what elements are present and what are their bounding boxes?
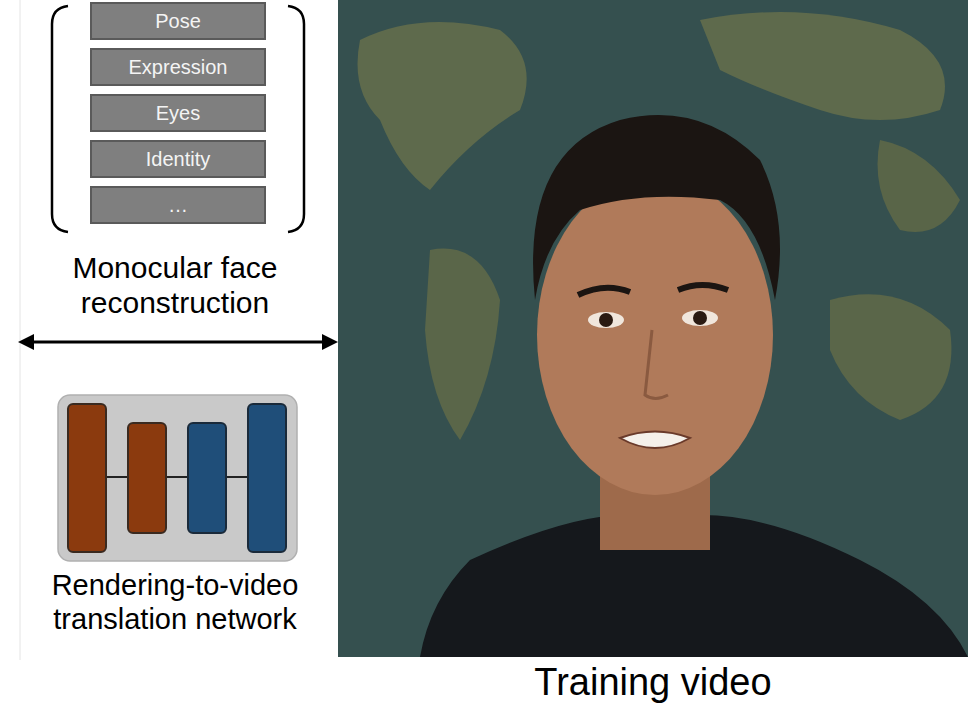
figure-caption: Training video: [438, 660, 868, 705]
right-bracket: [288, 6, 304, 232]
parameter-box: Pose: [90, 2, 266, 40]
panel-caption: Monocular face reconstruction: [10, 250, 340, 321]
left-bracket: [52, 6, 68, 232]
parameter-name: Pose: [155, 10, 201, 32]
divider-line: [20, 0, 21, 660]
parameter-box: Eyes: [90, 94, 266, 132]
panel-caption: Rendering-to-video translation network: [8, 568, 342, 636]
parameter-name: Identity: [146, 148, 210, 170]
network-icon: [58, 395, 297, 561]
parameter-name: Expression: [129, 56, 228, 78]
parameter-name: …: [168, 194, 188, 216]
parameter-box: Expression: [90, 48, 266, 86]
parameter-name: Eyes: [156, 102, 200, 124]
double-arrow: [18, 334, 338, 350]
video-frame: [338, 0, 968, 657]
parameter-box: …: [90, 186, 266, 224]
parameter-box: Identity: [90, 140, 266, 178]
